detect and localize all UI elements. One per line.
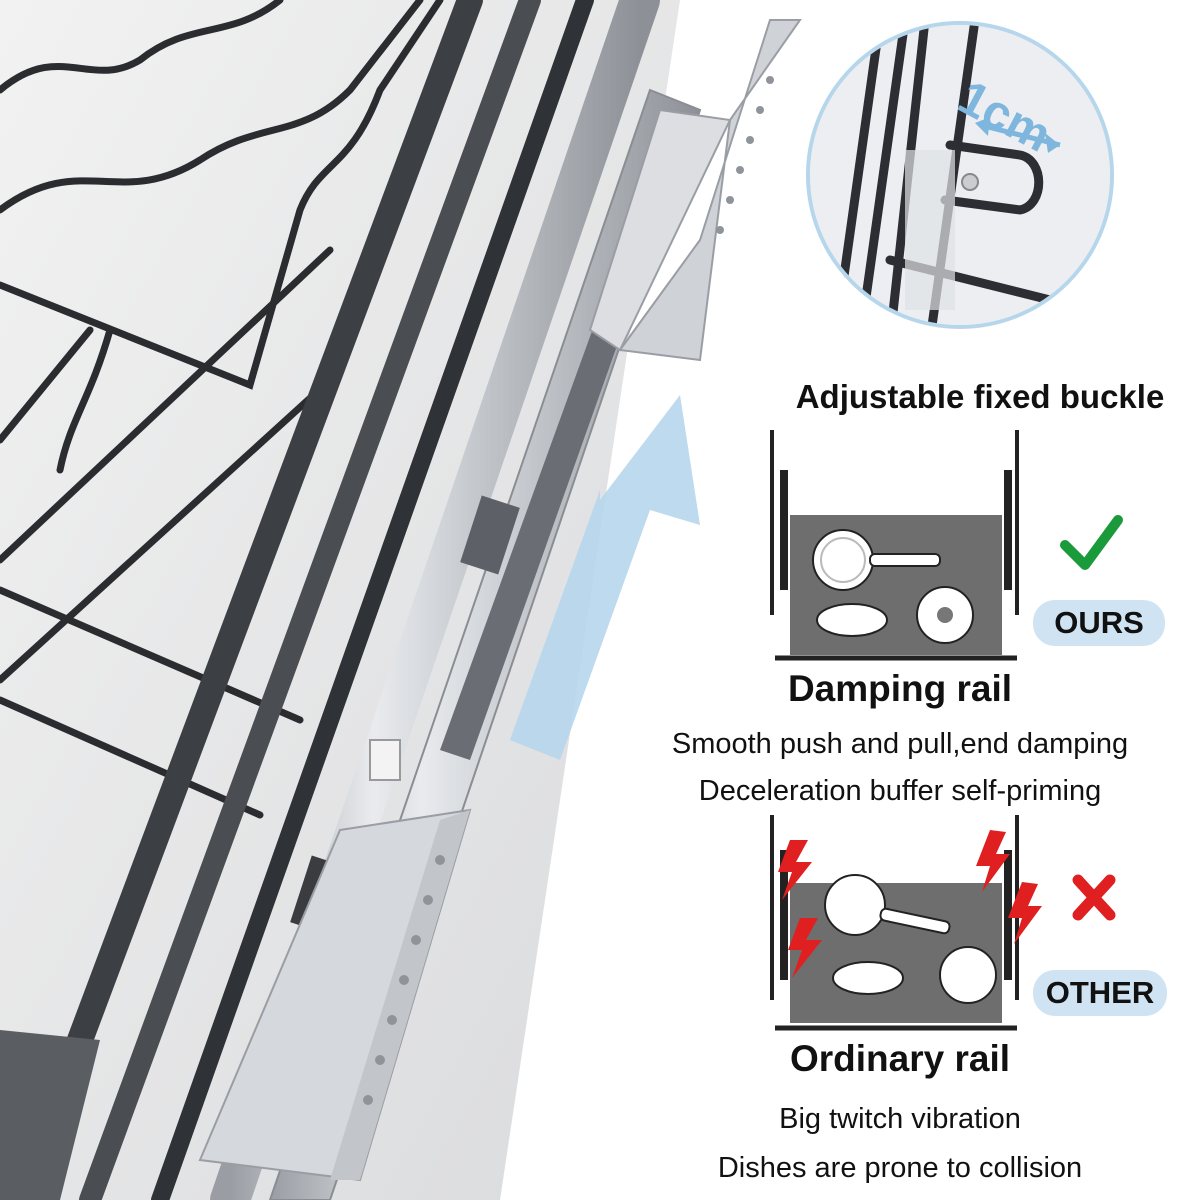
zoom-callout (806, 21, 1114, 329)
damping-desc-2: Deceleration buffer self-priming (698, 775, 1102, 807)
ordinary-rail-title: Ordinary rail (789, 1038, 1011, 1079)
up-arrow-icon (510, 395, 700, 760)
buckle-title: Adjustable fixed buckle (795, 378, 1165, 415)
basket-background (0, 0, 680, 1200)
damping-rail-title: Damping rail (787, 668, 1013, 709)
ours-badge: OURS (1033, 600, 1165, 646)
wire-basket (0, 0, 444, 819)
top-bracket (588, 19, 802, 362)
ordinary-desc-1: Big twitch vibration (779, 1103, 1021, 1135)
check-icon (1060, 515, 1123, 570)
damping-desc-1: Smooth push and pull,end damping (671, 728, 1129, 760)
ordinary-desc-2: Dishes are prone to collision (717, 1152, 1083, 1184)
other-badge: OTHER (1033, 970, 1167, 1016)
bottom-bracket (0, 808, 472, 1200)
lightning-icon (778, 830, 1042, 978)
ordinary-rail-diagram (770, 815, 1042, 1031)
damping-rail-diagram (770, 430, 1019, 661)
x-icon (1072, 874, 1116, 921)
